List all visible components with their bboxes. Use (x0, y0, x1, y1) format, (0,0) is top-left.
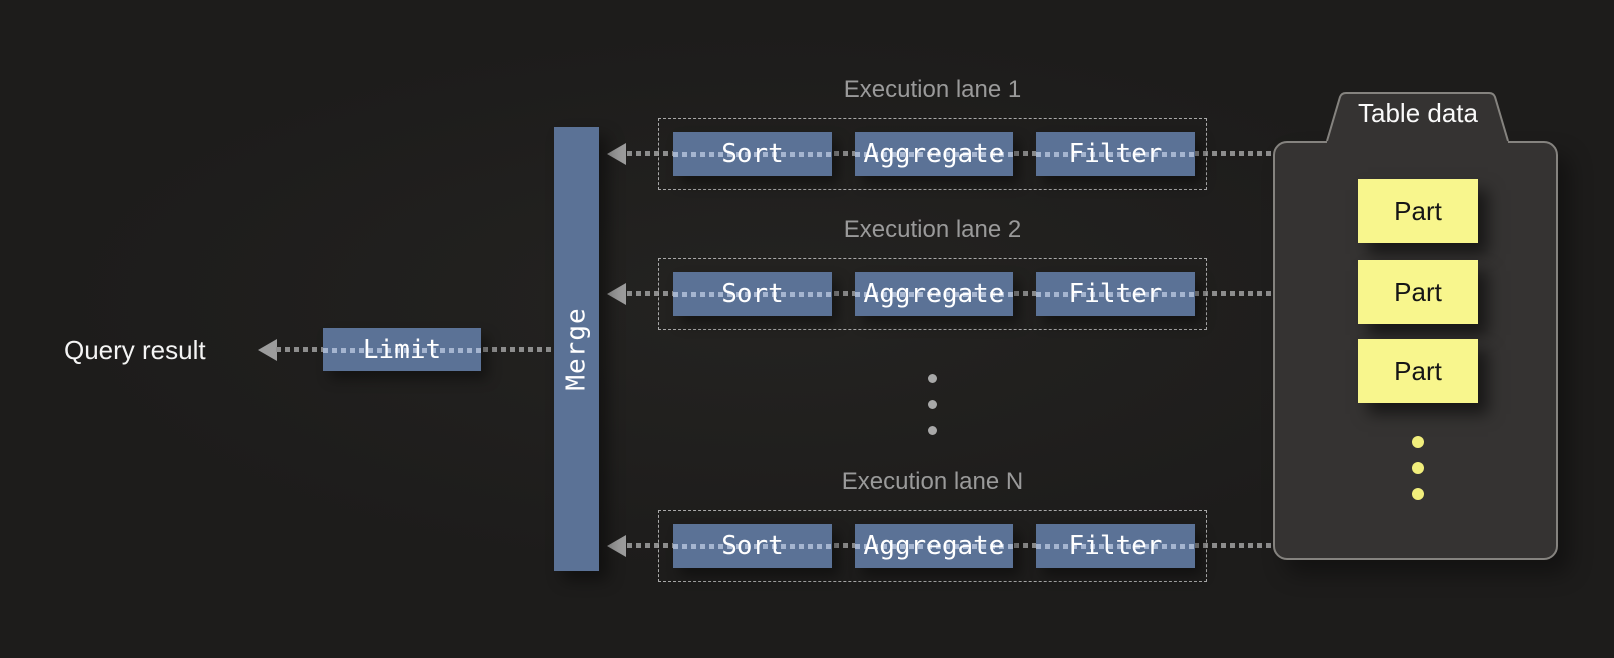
part-block: Part (1358, 260, 1478, 324)
yellow-dot (1412, 436, 1424, 448)
execution-lane: Execution lane 2 Sort Aggregate Filter (605, 216, 1273, 370)
parts-vertical-ellipsis-icon (1412, 436, 1424, 500)
part-block-label: Part (1394, 355, 1442, 386)
table-data-title: Table data (1358, 98, 1478, 128)
sort-operator-label: Sort (721, 531, 784, 561)
gray-dot (928, 374, 937, 383)
lanes-vertical-ellipsis-icon (928, 374, 937, 435)
table-data-tab-shape (1326, 92, 1509, 146)
limit-operator-box: Limit (323, 328, 481, 371)
arrow-left-icon (258, 339, 277, 361)
query-result-label: Query result (64, 335, 206, 365)
sort-operator-label: Sort (721, 139, 784, 169)
arrow-left-icon (607, 143, 626, 165)
lane-dashed-border (658, 510, 1207, 582)
filter-operator-box: Filter (1036, 524, 1195, 568)
execution-lane-title: Execution lane 1 (843, 76, 1022, 103)
part-block: Part (1358, 339, 1478, 403)
aggregate-operator-label: Aggregate (863, 279, 1005, 309)
gray-dot (928, 400, 937, 409)
part-block: Part (1358, 179, 1478, 243)
sort-operator-box: Sort (673, 132, 832, 176)
execution-lane: Execution lane N Sort Aggregate Filter (605, 468, 1273, 622)
sort-operator-label: Sort (721, 279, 784, 309)
execution-lane-title: Execution lane 2 (843, 216, 1022, 243)
merge-operator-bar: Merge (554, 127, 599, 571)
yellow-dot (1412, 488, 1424, 500)
aggregate-operator-box: Aggregate (855, 132, 1013, 176)
lane-dashed-border (658, 258, 1207, 330)
part-block-label: Part (1394, 276, 1442, 307)
sort-operator-box: Sort (673, 272, 832, 316)
filter-operator-label: Filter (1068, 139, 1163, 169)
part-block-label: Part (1394, 195, 1442, 226)
filter-operator-label: Filter (1068, 279, 1163, 309)
aggregate-operator-label: Aggregate (863, 139, 1005, 169)
table-data-container: Part Part Part (1273, 141, 1558, 560)
filter-operator-label: Filter (1068, 531, 1163, 561)
execution-lane: Execution lane 1 Sort Aggregate Filter (605, 76, 1273, 230)
aggregate-operator-box: Aggregate (855, 272, 1013, 316)
gray-dot (928, 426, 937, 435)
lane-dashed-border (658, 118, 1207, 190)
aggregate-operator-box: Aggregate (855, 524, 1013, 568)
filter-operator-box: Filter (1036, 272, 1195, 316)
sort-operator-box: Sort (673, 524, 832, 568)
merge-operator-label: Merge (561, 307, 592, 391)
execution-lane-title: Execution lane N (841, 468, 1024, 495)
yellow-dot (1412, 462, 1424, 474)
limit-operator-label: Limit (362, 334, 442, 365)
arrow-left-icon (607, 283, 626, 305)
filter-operator-box: Filter (1036, 132, 1195, 176)
aggregate-operator-label: Aggregate (863, 531, 1005, 561)
arrow-left-icon (607, 535, 626, 557)
